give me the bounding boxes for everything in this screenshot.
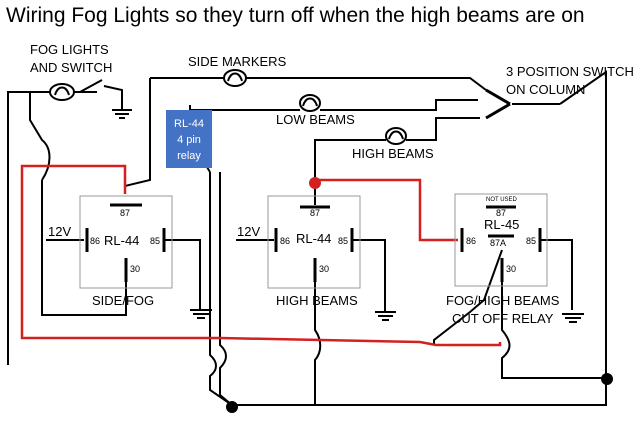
side-fog-ground [190,300,212,319]
wire-side-fog-87-feed [124,78,151,194]
wire-cutoff-87a [433,249,503,345]
callout-line-1: RL-44 [174,118,204,130]
fog-light-lamp [49,83,75,101]
wire-side-markers [150,77,487,91]
relay1-pin30: 30 [130,264,140,274]
wire-center-down-2 [219,172,233,406]
relay-high-beams-box [267,195,361,289]
column-switch-label-1: 3 POSITION SWITCH [506,64,634,79]
red-wire-hb-to-cutoff [315,178,458,242]
wire-low-beams [189,99,478,111]
relay3-name: RL-45 [484,217,519,232]
low-beams-label: LOW BEAMS [276,112,355,127]
wire-cutoff-30 [501,265,606,379]
relay3-pin30: 30 [506,264,516,274]
red-trigger-wires [20,164,502,347]
relay1-pin87: 87 [120,208,130,218]
cutoff-ground [562,313,584,323]
relay2-pin85: 85 [338,236,348,246]
black-wires [7,70,607,406]
callout-line-2: 4 pin [177,134,201,146]
red-wire-lower-run [219,336,502,347]
wire-left-loop [29,92,51,181]
relay3-pin87: 87 [496,208,506,218]
relay2-voltage: 12V [237,224,260,239]
wire-fog-switch-out [74,85,123,110]
column-switch-label-2: ON COLUMN [506,82,585,97]
relay-callout-box [166,110,212,168]
relay3-caption-2: CUT OFF RELAY [452,311,554,326]
junction-high-beam [309,177,321,189]
high-beams-lamp-label: HIGH BEAMS [352,146,434,161]
high-beam-lamp [385,127,407,145]
side-marker-lamp [223,69,247,87]
wire-center-down [209,172,233,406]
wire-side-fog-85 [164,239,201,300]
low-beam-lamp [299,94,321,112]
relay-side-fog-box [79,195,173,289]
relay1-pin86: 86 [90,236,100,246]
relay-high-beams: 87 86 85 30 RL-44 12V HIGH BEAMS [237,195,361,308]
wire-hb-30 [314,265,322,405]
wire-fog-supply [7,91,50,365]
relay-side-fog: 87 86 85 30 RL-44 12V SIDE/FOG [48,195,173,308]
relay1-caption: SIDE/FOG [92,293,154,308]
relay2-pin30: 30 [319,264,329,274]
relay2-pin86: 86 [280,236,290,246]
junction-bottom-left [226,401,238,413]
wire-cutoff-85 [540,239,573,310]
hb-ground [375,305,396,321]
fog-switch-label-2: AND SWITCH [30,60,112,75]
callout-line-3: relay [177,150,201,162]
wire-hb-85 [352,239,386,305]
wire-side-fog-30 [41,180,127,316]
fog-switch-blade [76,79,103,93]
fog-switch-label-1: FOG LIGHTS [30,42,109,57]
relay2-caption: HIGH BEAMS [276,293,358,308]
red-wire-fog-feed [20,164,220,340]
column-switch-feed [512,70,607,378]
relay3-pin85: 85 [526,236,536,246]
relay-cutoff: NOT USED 87 RL-45 87A 86 85 30 FOG/HIGH … [446,193,560,326]
fog-switch-ground [112,109,132,119]
relay1-voltage: 12V [48,224,71,239]
relay3-caption-1: FOG/HIGH BEAMS [446,293,560,308]
relay1-name: RL-44 [104,233,139,248]
relay-callout: RL-44 4 pin relay [166,110,212,168]
column-switch-arrow [485,88,511,120]
diagram-title: Wiring Fog Lights so they turn off when … [6,4,585,27]
relay1-pin85: 85 [150,236,160,246]
wire-bottom-main [232,378,607,406]
wire-high-beams [314,117,480,180]
relay3-pin86: 86 [466,236,476,246]
relay2-pin87: 87 [310,208,320,218]
relay2-name: RL-44 [296,231,331,246]
relay3-pin87a: 87A [490,238,506,248]
relay3-not-used: NOT USED [486,197,518,203]
junction-bottom-right [601,373,613,385]
side-markers-label: SIDE MARKERS [188,54,287,69]
relay-cutoff-box [454,193,548,287]
